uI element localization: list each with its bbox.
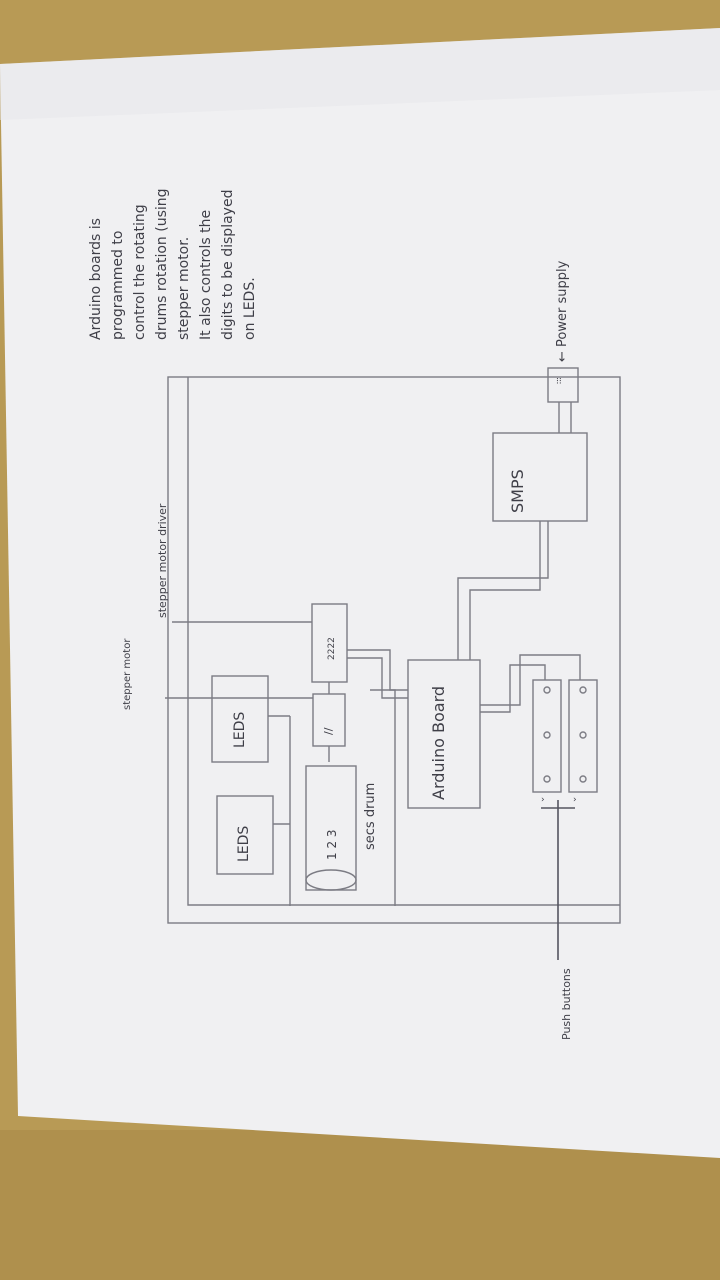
secs-drum-label: secs drum [363,783,378,850]
stepper-motor-label: stepper motor [122,638,133,710]
leds-box-2 [216,795,274,875]
handwritten-note: Arduino boards is programmed to control … [88,188,258,340]
svg-text:1 2 3: 1 2 3 [325,829,339,860]
note-line-1: Arduino boards is [88,218,104,340]
leds-label-2: LEDS [236,826,252,862]
svg-text:›: › [573,795,577,805]
note-line-2: programmed to [110,231,126,340]
paper-sheet [0,28,720,1158]
stepper-motor-driver-label: stepper motor driver [156,503,169,618]
enclosure-box [167,376,621,924]
leds-box-1 [211,675,269,763]
svg-text:2222: 2222 [327,637,337,660]
smps-label: SMPS [508,469,527,513]
power-socket [547,367,579,403]
leds-label-1: LEDS [232,712,248,748]
push-buttons-label: Push buttons [560,968,573,1040]
push-button-2 [568,679,598,793]
svg-text:›: › [541,795,545,805]
push-button-1 [532,679,562,793]
arduino-board-box [407,659,481,809]
note-line-6: It also controls the [198,210,214,340]
svg-text://: // [322,727,335,735]
power-supply-label: ← Power supply [555,260,570,362]
arduino-label: Arduino Board [429,686,448,800]
note-line-4: drums rotation (using [154,188,170,340]
note-line-5: stepper motor. [176,237,192,340]
note-line-7: digits to be displayed [220,190,236,340]
svg-text:⁝⁝: ⁝⁝ [556,377,562,387]
note-line-3: control the rotating [132,204,148,340]
note-line-8: on LEDS. [242,277,258,340]
